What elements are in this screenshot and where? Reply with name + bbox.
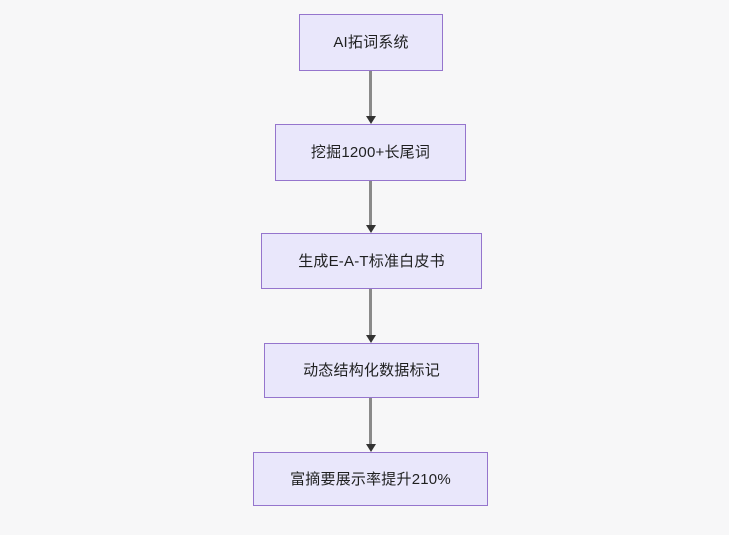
flow-node-label: 挖掘1200+长尾词 xyxy=(310,144,431,161)
flow-node-generate-eat-whitepaper[interactable]: 生成E-A-T标准白皮书 xyxy=(261,233,482,289)
edge-line xyxy=(369,398,372,444)
flow-node-mine-longtail-keywords[interactable]: 挖掘1200+长尾词 xyxy=(275,124,466,181)
edge-line xyxy=(369,71,372,116)
flow-node-label: 动态结构化数据标记 xyxy=(303,362,440,379)
flow-node-ai-keyword-system[interactable]: AI拓词系统 xyxy=(299,14,443,71)
flow-node-dynamic-structured-data-markup[interactable]: 动态结构化数据标记 xyxy=(264,343,479,398)
edge-line xyxy=(369,289,372,335)
arrowhead-icon xyxy=(365,225,376,233)
flow-node-label: AI拓词系统 xyxy=(333,34,409,51)
arrowhead-icon xyxy=(365,444,376,452)
flow-node-label: 生成E-A-T标准白皮书 xyxy=(298,252,445,270)
arrowhead-icon xyxy=(365,335,376,343)
flow-node-rich-snippet-impression-lift[interactable]: 富摘要展示率提升210% xyxy=(253,452,488,506)
arrowhead-icon xyxy=(365,116,376,124)
edge-line xyxy=(369,181,372,225)
flow-node-label: 富摘要展示率提升210% xyxy=(290,470,451,488)
